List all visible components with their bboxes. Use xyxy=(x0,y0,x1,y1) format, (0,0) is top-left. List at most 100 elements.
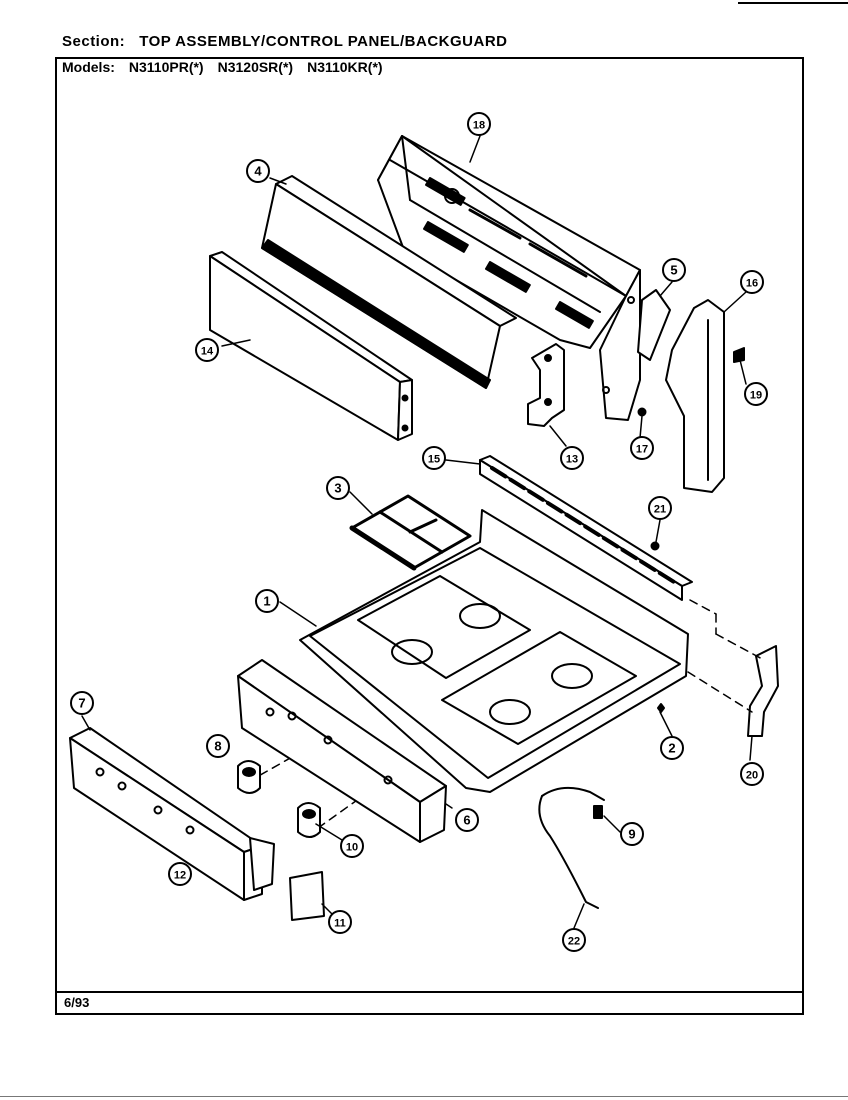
callout-13: 13 xyxy=(560,446,584,470)
revision-date: 6/93 xyxy=(64,995,90,1010)
callout-8: 8 xyxy=(206,734,230,758)
burner-grate-part xyxy=(349,494,472,571)
model-number: N3120SR(*) xyxy=(217,59,294,75)
callout-circle xyxy=(70,691,94,715)
callout-circle xyxy=(168,862,192,886)
callout-circle xyxy=(662,258,686,282)
callout-18: 18 xyxy=(467,112,491,136)
callout-6: 6 xyxy=(455,808,479,832)
callout-number: 5 xyxy=(670,263,677,278)
callout-circle xyxy=(326,476,350,500)
callout-circle xyxy=(630,436,654,460)
callout-number: 7 xyxy=(78,696,85,711)
callout-number: 3 xyxy=(334,481,341,496)
section-label: Section: xyxy=(62,33,126,50)
callout-circle xyxy=(562,928,586,952)
small-bracket-part xyxy=(637,289,671,361)
ground-wire-part xyxy=(538,786,605,909)
end-cap-part xyxy=(665,299,725,493)
callout-leaders xyxy=(81,135,753,929)
control-knob-part xyxy=(297,802,321,838)
section-title: TOP ASSEMBLY/CONTROL PANEL/BACKGUARD xyxy=(139,33,508,50)
callout-number: 20 xyxy=(746,770,758,782)
control-panel-part xyxy=(237,659,447,843)
callout-circle xyxy=(246,159,270,183)
callout-circle xyxy=(422,446,446,470)
top-trim-part xyxy=(261,175,517,389)
callout-21: 21 xyxy=(648,496,672,520)
callout-number: 21 xyxy=(654,504,666,516)
control-knob-part xyxy=(237,760,261,794)
callout-number: 14 xyxy=(201,346,214,358)
callout-number: 6 xyxy=(463,813,470,828)
callout-16: 16 xyxy=(740,270,764,294)
callout-circle xyxy=(740,270,764,294)
vent-strip-part xyxy=(479,455,693,601)
diagram-frame xyxy=(55,57,804,1015)
footer-divider xyxy=(55,991,804,993)
callout-circle xyxy=(467,112,491,136)
callout-circle xyxy=(620,822,644,846)
label-plate-part xyxy=(289,871,325,921)
maintop-part xyxy=(299,509,689,793)
callout-17: 17 xyxy=(630,436,654,460)
callout-circle xyxy=(660,736,684,760)
callout-number: 17 xyxy=(636,444,648,456)
model-number: N3110KR(*) xyxy=(307,59,383,75)
callout-11: 11 xyxy=(328,910,352,934)
callout-number: 16 xyxy=(746,278,758,290)
callout-number: 15 xyxy=(428,454,440,466)
callout-circle xyxy=(744,382,768,406)
callout-number: 22 xyxy=(568,936,580,948)
callout-number: 8 xyxy=(214,739,221,754)
corner-rule xyxy=(738,2,848,4)
screw-part xyxy=(733,347,745,363)
screw-part xyxy=(650,541,660,551)
callout-circle xyxy=(648,496,672,520)
callout-circle xyxy=(740,762,764,786)
callout-12: 12 xyxy=(168,862,192,886)
callout-circle xyxy=(195,338,219,362)
callout-14: 14 xyxy=(195,338,219,362)
lower-panel-part xyxy=(209,251,413,441)
callout-22: 22 xyxy=(562,928,586,952)
screw-part xyxy=(593,805,603,819)
callout-circle xyxy=(340,834,364,858)
callout-19: 19 xyxy=(744,382,768,406)
callout-1: 1 xyxy=(255,589,279,613)
callout-number: 11 xyxy=(334,918,346,930)
models-heading: Models: N3110PR(*) N3120SR(*) N3110KR(*) xyxy=(62,59,383,75)
section-heading: Section: TOP ASSEMBLY/CONTROL PANEL/BACKG… xyxy=(62,33,508,50)
callout-circle xyxy=(328,910,352,934)
callout-number: 10 xyxy=(346,842,358,854)
models-label: Models: xyxy=(62,59,115,75)
callout-10: 10 xyxy=(340,834,364,858)
model-number: N3110PR(*) xyxy=(128,59,204,75)
backguard-frame-part xyxy=(377,135,641,421)
page-bottom-rule xyxy=(0,1096,848,1097)
callout-4: 4 xyxy=(246,159,270,183)
callout-number: 9 xyxy=(628,827,635,842)
callout-20: 20 xyxy=(740,762,764,786)
callout-9: 9 xyxy=(620,822,644,846)
callout-circle xyxy=(255,589,279,613)
control-backing-part xyxy=(69,727,275,901)
callout-number: 2 xyxy=(668,741,675,756)
spring-clip-part xyxy=(657,703,665,713)
callout-5: 5 xyxy=(662,258,686,282)
callout-7: 7 xyxy=(70,691,94,715)
callout-number: 13 xyxy=(566,454,578,466)
callout-number: 18 xyxy=(473,120,485,132)
callout-number: 4 xyxy=(254,164,262,179)
screw-part xyxy=(637,407,647,417)
callout-number: 19 xyxy=(750,390,762,402)
side-trim-part xyxy=(747,645,779,737)
callout-2: 2 xyxy=(660,736,684,760)
callout-15: 15 xyxy=(422,446,446,470)
bracket-part xyxy=(527,343,565,427)
callout-number: 1 xyxy=(263,594,270,609)
callout-circle xyxy=(560,446,584,470)
callout-circle xyxy=(455,808,479,832)
